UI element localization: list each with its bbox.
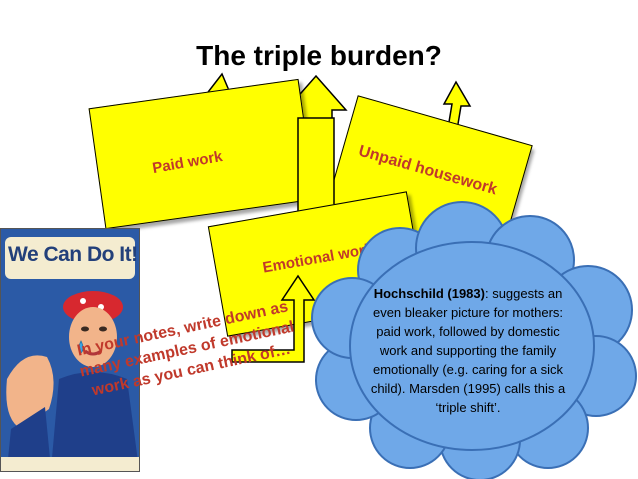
- poster-figure-illustration: [6, 291, 139, 469]
- cloud-source: Hochschild (1983): [373, 286, 485, 301]
- poster-banner: [5, 237, 135, 279]
- prompt-arrow: [231, 274, 316, 363]
- cloud-text: Hochschild (1983): suggests an even blea…: [362, 284, 574, 417]
- poster-slogan: We Can Do It!: [8, 243, 138, 266]
- slide-title: The triple burden?: [196, 40, 442, 71]
- cloud-body: : suggests an even bleaker picture for m…: [370, 286, 566, 415]
- we-can-do-it-poster: We Can Do It!: [0, 228, 140, 472]
- poster-footer: [1, 457, 139, 471]
